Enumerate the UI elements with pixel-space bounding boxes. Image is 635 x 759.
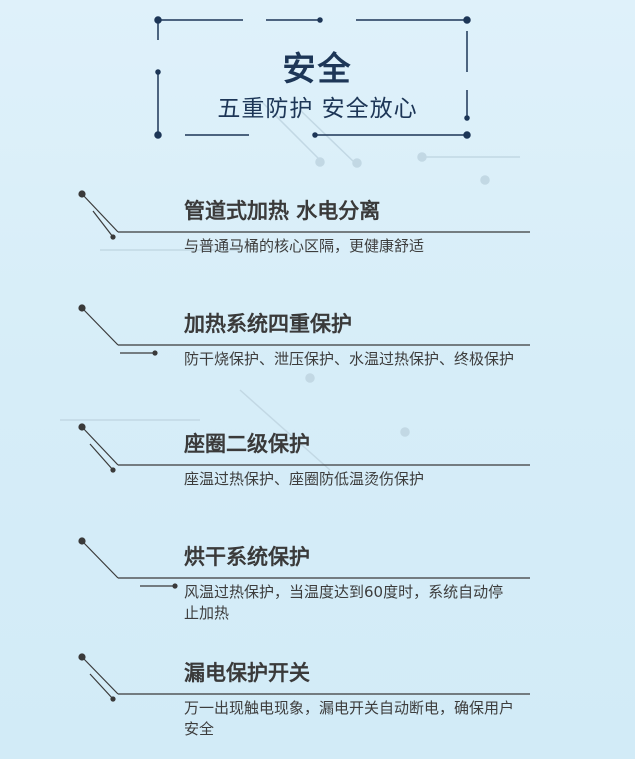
feature-title: 座圈二级保护: [184, 432, 310, 456]
page-title: 安全: [282, 49, 353, 88]
feature-item: 漏电保护开关 万一出现触电现象，漏电开关自动断电，确保用户安全: [184, 659, 519, 740]
feature-desc: 风温过热保护，当温度达到60度时，系统自动停止加热: [184, 583, 504, 622]
title-frame: [154, 16, 471, 139]
feature-item: 管道式加热 水电分离 与普通马桶的核心区隔，更健康舒适: [184, 197, 534, 257]
feature-item: 座圈二级保护 座温过热保护、座圈防低温烫伤保护: [184, 430, 534, 490]
feature-desc: 与普通马桶的核心区隔，更健康舒适: [184, 237, 425, 255]
feature-title: 管道式加热 水电分离: [184, 199, 381, 223]
feature-title: 漏电保护开关: [184, 661, 310, 685]
feature-title: 烘干系统保护: [184, 545, 310, 569]
feature-item: 烘干系统保护 风温过热保护，当温度达到60度时，系统自动停止加热: [184, 543, 504, 624]
feature-desc: 防干烧保护、泄压保护、水温过热保护、终极保护: [184, 350, 515, 368]
page-subtitle: 五重防护 安全放心: [217, 96, 418, 122]
feature-title: 加热系统四重保护: [184, 312, 352, 336]
feature-item: 加热系统四重保护 防干烧保护、泄压保护、水温过热保护、终极保护: [184, 310, 534, 370]
feature-desc: 座温过热保护、座圈防低温烫伤保护: [184, 470, 425, 488]
feature-desc: 万一出现触电现象，漏电开关自动断电，确保用户安全: [184, 699, 515, 738]
